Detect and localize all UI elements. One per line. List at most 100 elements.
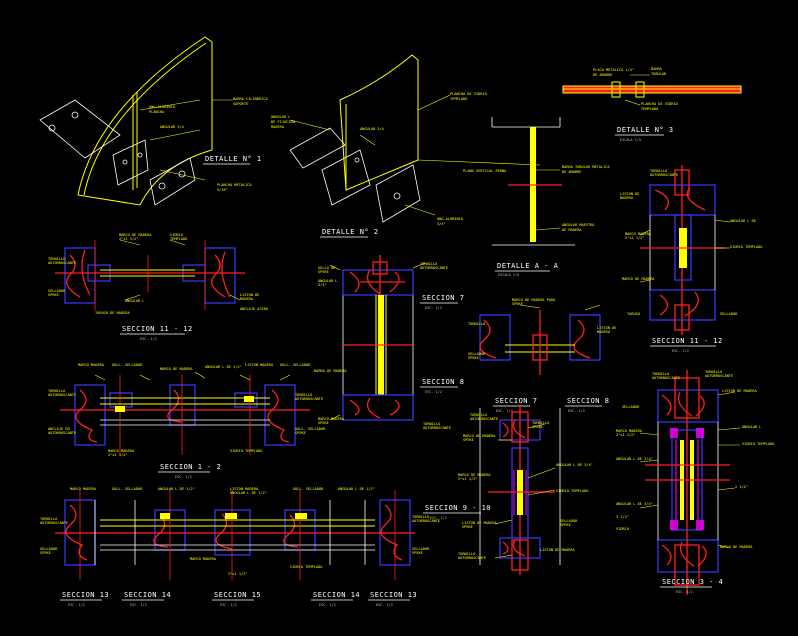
svg-text:ESC. 1/2: ESC. 1/2 (140, 337, 157, 341)
svg-text:ANG.ALUMINIO: ANG.ALUMINIO (149, 105, 175, 109)
svg-text:LISTON DE MADERA: LISTON DE MADERA (722, 389, 757, 393)
detalle-3-drawing (562, 74, 742, 106)
seccion-11-12-right-notes: TORNILLO AUTORROSCANTE LISTON DE MADERA … (620, 169, 762, 316)
svg-text:SPEKE: SPEKE (463, 438, 474, 442)
svg-text:MADERA: MADERA (240, 297, 254, 301)
svg-text:TORNILLO: TORNILLO (420, 262, 437, 266)
svg-text:BARRA: BARRA (651, 67, 663, 71)
svg-text:TORNILLO: TORNILLO (532, 421, 549, 425)
svg-text:ESC. 1/2: ESC. 1/2 (319, 603, 336, 607)
svg-text:AUTORROSCANTE: AUTORROSCANTE (48, 393, 76, 397)
svg-text:VIDRIO TEMPLADO: VIDRIO TEMPLADO (230, 449, 262, 453)
detalle-1-title: DETALLE N° 1 (205, 155, 262, 163)
svg-text:SPEKE: SPEKE (512, 302, 523, 306)
svg-text:SELLO DE: SELLO DE (318, 266, 335, 270)
svg-text:AUTORROSCANTE: AUTORROSCANTE (423, 426, 451, 430)
svg-text:3/4": 3/4" (437, 222, 446, 226)
svg-text:TORNILLO: TORNILLO (48, 389, 65, 393)
seccion-1-2-notes: MARCO MADERA GOLL. SELLADOR MARCO DE MAD… (48, 363, 326, 457)
svg-text:3 1/2": 3 1/2" (616, 515, 629, 519)
detalle-2-drawing (289, 54, 541, 223)
svg-text:GOLL. SELLADOR: GOLL. SELLADOR (112, 363, 143, 367)
svg-text:MADERA: MADERA (620, 196, 634, 200)
svg-text:MADERA: MADERA (597, 330, 611, 334)
seccion-7-8-center-drawing (329, 255, 426, 421)
svg-text:MARCO DE MADERA PARA: MARCO DE MADERA PARA (512, 298, 556, 302)
detalle-3-title: DETALLE N° 3 (617, 126, 674, 134)
svg-text:MARCO DE MADERA: MARCO DE MADERA (622, 277, 655, 281)
svg-text:TARUGO: TARUGO (627, 312, 640, 316)
svg-text:ANGULAR L DE: ANGULAR L DE (730, 219, 756, 223)
svg-text:PLACA METALICA 1/4": PLACA METALICA 1/4" (593, 68, 634, 72)
seccion-3-4-notes: TORNILLO AUTORROSCANTE TORNILLO AUTORROS… (616, 370, 774, 549)
svg-text:ANCLAJE ACERO: ANCLAJE ACERO (240, 307, 268, 311)
svg-text:ANGULAR L DE 1/2": ANGULAR L DE 1/2" (338, 487, 375, 491)
svg-text:GOLL. SELLADOR: GOLL. SELLADOR (295, 427, 326, 431)
svg-text:ESC. 1/2: ESC. 1/2 (496, 409, 513, 413)
svg-text:TORNILLO: TORNILLO (458, 552, 475, 556)
svg-text:2"x1 1/2": 2"x1 1/2" (625, 236, 644, 240)
svg-text:ANGULAR L: ANGULAR L (742, 425, 761, 429)
seccion-13-15-drawing (55, 490, 415, 580)
detalle-aa-notes: BARRA TUBULAR METALICA DE AMARRE ANGULAR… (562, 165, 610, 232)
svg-text:2"x1 1/2": 2"x1 1/2" (108, 453, 127, 457)
svg-text:SPEKE: SPEKE (462, 525, 473, 529)
svg-text:SOPORTE: SOPORTE (233, 102, 248, 106)
svg-text:ESC. 1/2: ESC. 1/2 (130, 603, 147, 607)
svg-text:DE AMARRE: DE AMARRE (593, 73, 612, 77)
seccion-1-2-drawing (60, 371, 310, 455)
detalle-aa-drawing (491, 117, 575, 246)
svg-text:ESCALA 1/5: ESCALA 1/5 (620, 138, 641, 142)
svg-text:TORNILLO: TORNILLO (295, 393, 312, 397)
seccion-14-a-title: SECCION 14 (124, 591, 171, 599)
seccion-9-10-notes: TORNILLO AUTORROSCANTE TORNILLO SPEKE MA… (458, 413, 593, 560)
svg-text:TARUGO DE MADERA: TARUGO DE MADERA (95, 311, 130, 315)
svg-text:ESCALA 1/5: ESCALA 1/5 (498, 273, 519, 277)
svg-text:SELLADOR: SELLADOR (468, 352, 486, 356)
detalle-1-drawing (39, 36, 233, 206)
svg-text:LISTON DE MADERA: LISTON DE MADERA (462, 521, 497, 525)
seccion-14-b-title: SECCION 14 (313, 591, 360, 599)
svg-text:AUTORROSCANTE: AUTORROSCANTE (412, 519, 440, 523)
svg-text:PLANCHA DE VIDRIO: PLANCHA DE VIDRIO (450, 92, 487, 96)
seccion-7-8-center-notes: SELLO DE SPEKE ANGULAR L 3/4" TORNILLO A… (314, 262, 451, 430)
svg-text:GOLL. SELLADOR: GOLL. SELLADOR (293, 487, 324, 491)
svg-text:TEMPLADO: TEMPLADO (641, 107, 658, 111)
seccion-13-15-notes: MARCO MADERA GOLL. SELLADOR ANGULAR L DE… (40, 487, 440, 576)
svg-text:ANGULAR L: ANGULAR L (125, 299, 144, 303)
svg-text:PLANCHA: PLANCHA (149, 110, 165, 114)
svg-text:PLANO VERTICAL PERNO: PLANO VERTICAL PERNO (463, 169, 506, 173)
svg-text:ANGULAR MAESTRO: ANGULAR MAESTRO (562, 223, 594, 227)
svg-text:SPEKE: SPEKE (412, 551, 423, 555)
svg-text:AUTORROSCANTE: AUTORROSCANTE (420, 266, 448, 270)
seccion-11-12-right-title: SECCION 11 - 12 (652, 337, 723, 345)
svg-text:SELLADOR: SELLADOR (40, 547, 58, 551)
svg-text:ESC. 1/2: ESC. 1/2 (376, 603, 393, 607)
svg-text:LISTON DE: LISTON DE (597, 326, 616, 330)
svg-text:SELLADOR: SELLADOR (622, 405, 640, 409)
svg-text:VIDRIO TEMPLADO: VIDRIO TEMPLADO (730, 245, 762, 249)
svg-text:ESC. 1/2: ESC. 1/2 (425, 306, 442, 310)
svg-text:TEMPLADO: TEMPLADO (450, 97, 467, 101)
seccion-9-10-title: SECCION 9 - 10 (425, 504, 491, 512)
seccion-11-12-left-notes: MARCO DE MADERA 2"x1 1/2" VIDRIO TEMPLAD… (48, 233, 268, 315)
svg-text:ESC. 1/2: ESC. 1/2 (68, 603, 85, 607)
seccion-1-2-title: SECCION 1 - 2 (160, 463, 221, 471)
svg-text:BARRA DE MADERA: BARRA DE MADERA (314, 369, 347, 373)
svg-text:MARCO MADERA: MARCO MADERA (625, 232, 652, 236)
svg-text:SELLADOR: SELLADOR (48, 289, 66, 293)
svg-text:ANGULAR L DE 3/4": ANGULAR L DE 3/4" (556, 463, 593, 467)
svg-text:2"x1 1/2": 2"x1 1/2" (119, 237, 138, 241)
svg-text:MARCO MADERA: MARCO MADERA (70, 487, 97, 491)
svg-text:ANGULAR L: ANGULAR L (318, 279, 337, 283)
svg-text:GOLL. SELLADOR: GOLL. SELLADOR (112, 487, 143, 491)
svg-text:LISTON DE: LISTON DE (620, 192, 639, 196)
svg-text:SPEKE: SPEKE (318, 421, 329, 425)
svg-text:AUTORROSCANTE: AUTORROSCANTE (48, 261, 76, 265)
svg-text:MARCO MADERA: MARCO MADERA (616, 429, 643, 433)
svg-text:VIDRIO TEMPLADO: VIDRIO TEMPLADO (742, 442, 774, 446)
seccion-15-title: SECCION 15 (214, 591, 261, 599)
svg-text:AUTORROSCANTE: AUTORROSCANTE (40, 521, 68, 525)
svg-text:ESC. 1/2: ESC. 1/2 (568, 409, 585, 413)
svg-text:PLANCHA METALICA: PLANCHA METALICA (217, 183, 252, 187)
